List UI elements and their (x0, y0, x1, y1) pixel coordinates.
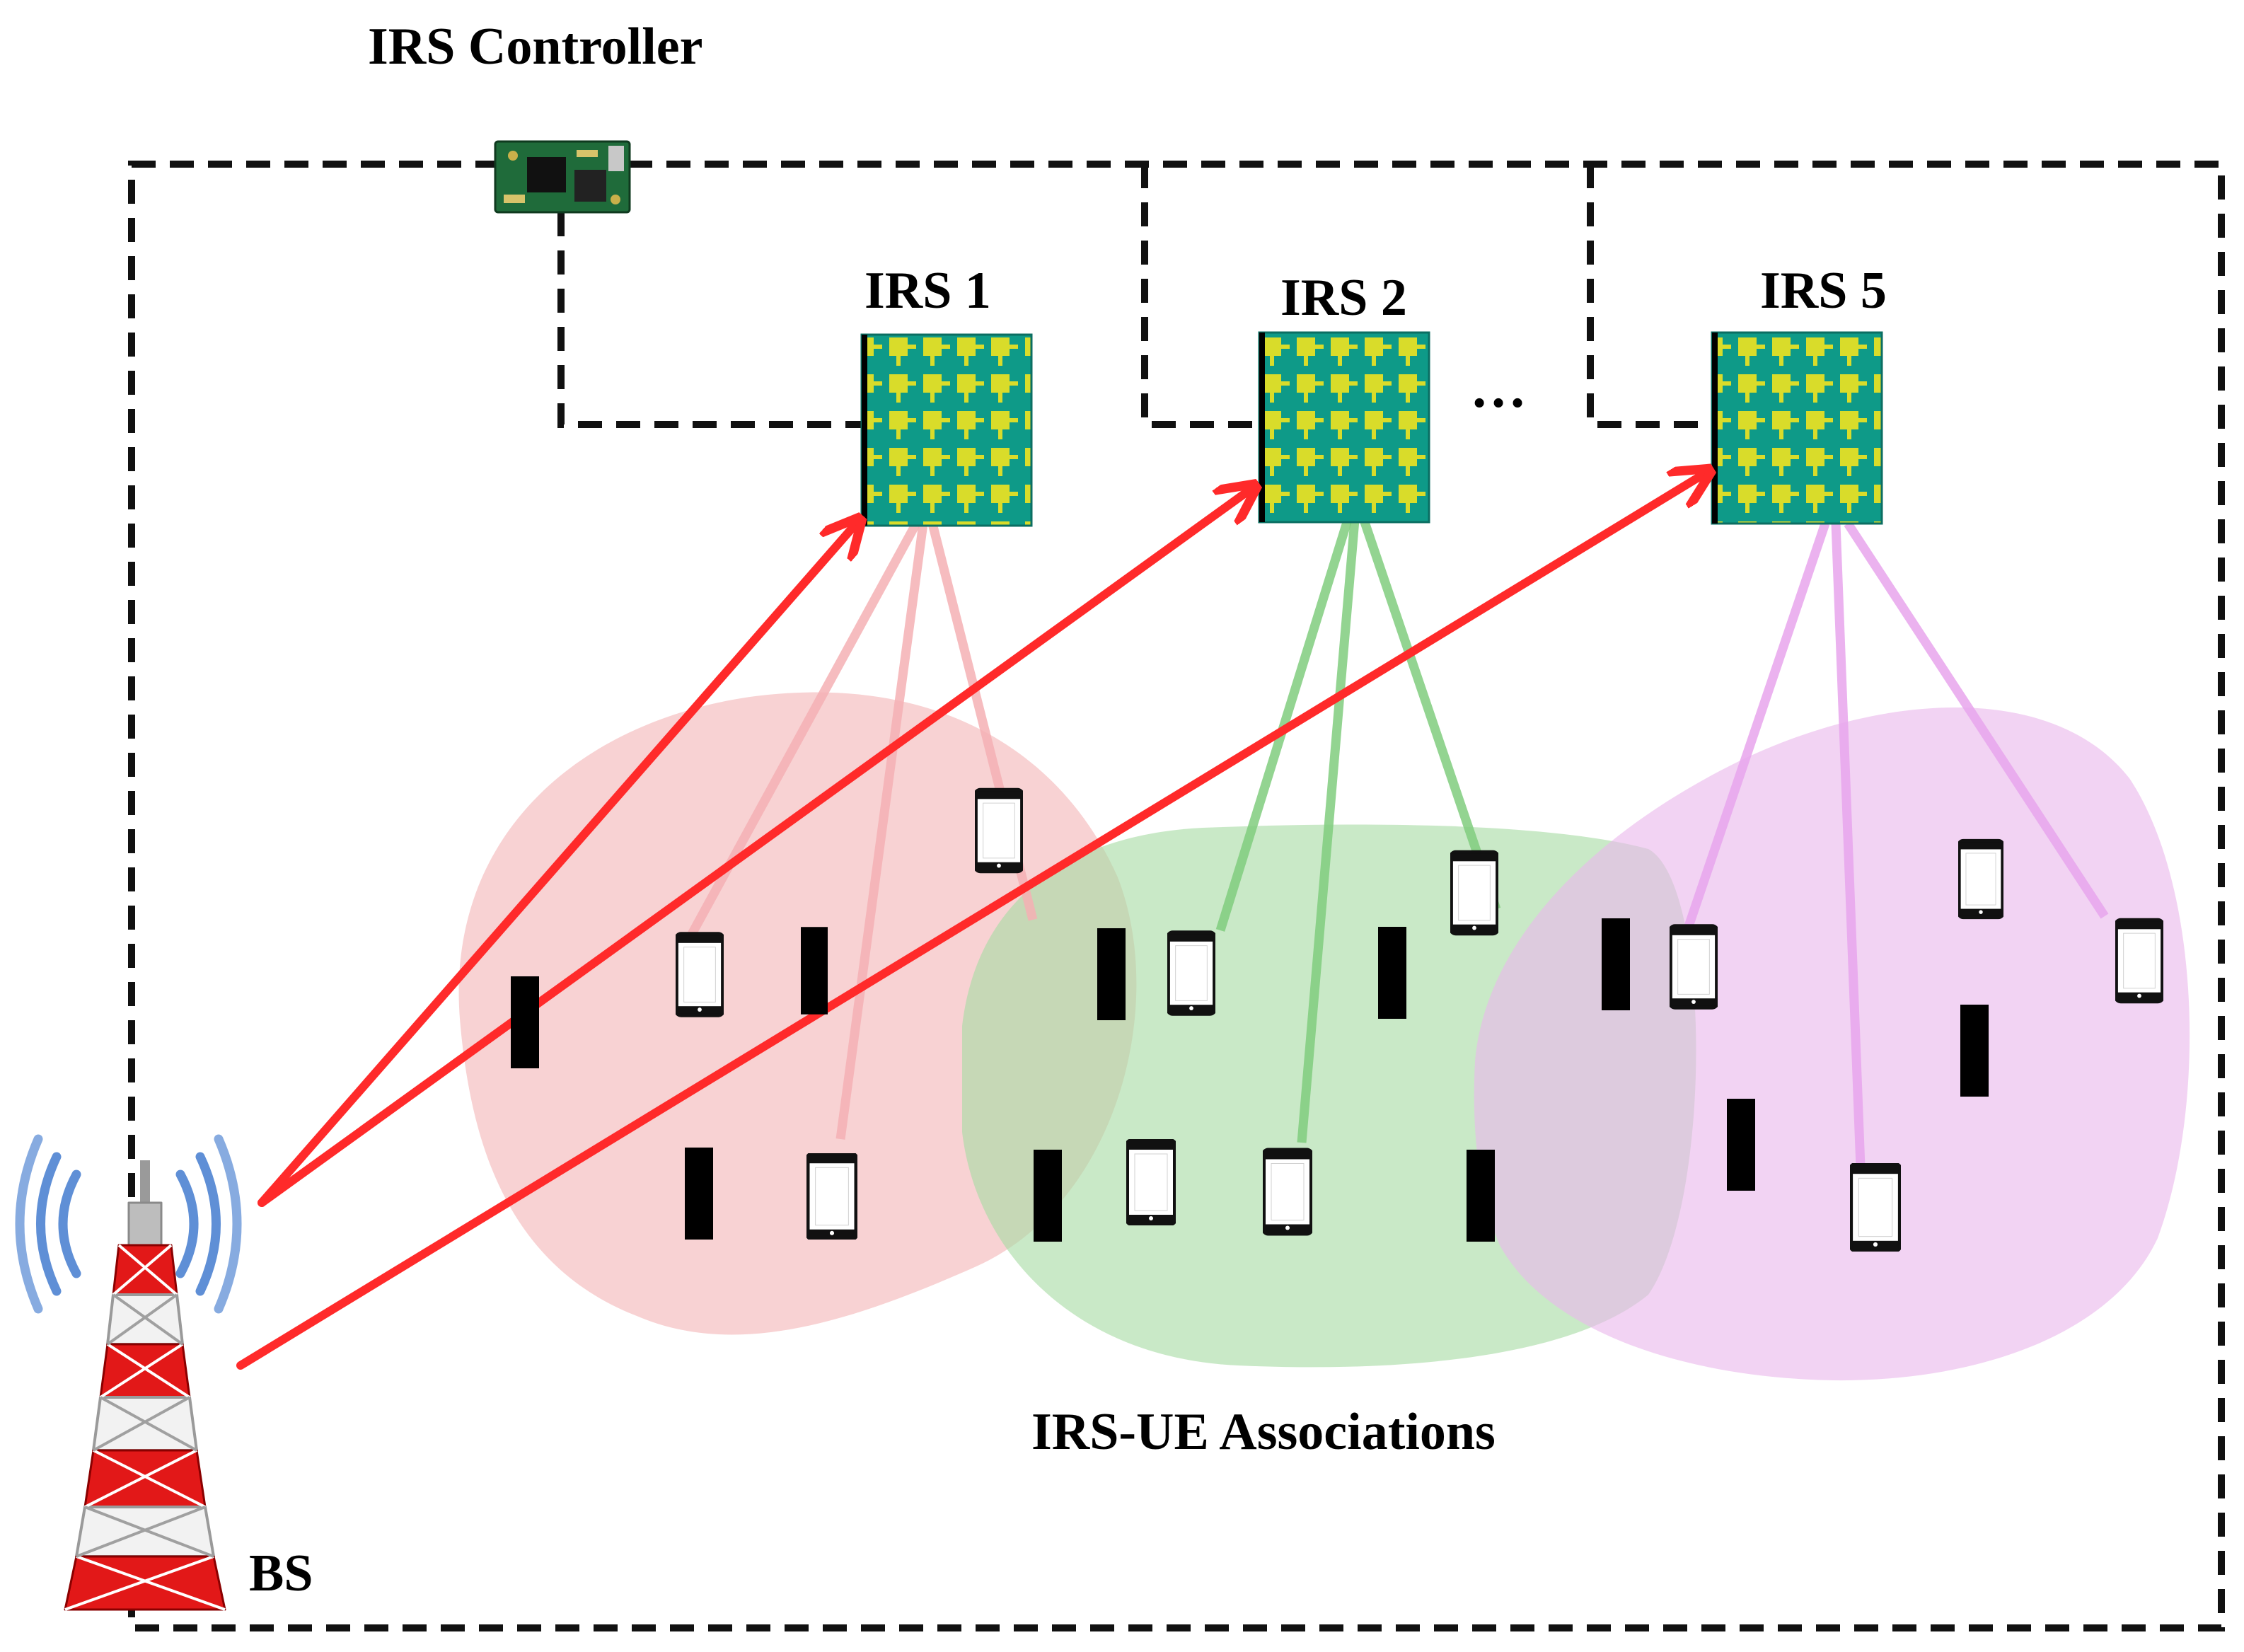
ue-phone-side (801, 927, 828, 1015)
ue-phone-side (1097, 928, 1126, 1020)
beam-irs5-ue (1844, 521, 2109, 919)
link-bs-irs5 (236, 473, 1706, 1370)
irs-panel-1 (860, 333, 1033, 527)
irs-panel-5 (1711, 331, 1883, 525)
bs-tower (15, 1134, 242, 1611)
ue-phone (976, 790, 1022, 872)
ue-phone-side (511, 976, 539, 1068)
irs5-beams (1682, 521, 2109, 1168)
beam-irs1-ue (835, 523, 928, 1140)
ue-phone-side (1378, 927, 1406, 1019)
ue-phone (1168, 932, 1215, 1014)
ue-clusters (458, 692, 2190, 1381)
ue-phone (1451, 853, 1498, 934)
cluster-irs1 (458, 692, 1137, 1335)
beam-irs5-ue (1831, 523, 1866, 1168)
ue-phone-side (1467, 1150, 1495, 1242)
ue-phone-side (1727, 1099, 1755, 1191)
signal-waves (15, 1134, 242, 1314)
irs5-label: IRS 5 (1760, 262, 1887, 320)
ue-phone (676, 934, 723, 1015)
associations-label: IRS-UE Associations (1031, 1403, 1496, 1461)
ue-phone-side (1602, 918, 1630, 1010)
link-bs-irs2 (258, 488, 1252, 1207)
ue-phone (807, 1154, 856, 1239)
irs1-label: IRS 1 (864, 262, 991, 320)
beam-irs2-ue (1359, 518, 1501, 911)
irs-controller-board (494, 140, 631, 214)
control-links (557, 164, 1712, 428)
ue-phone (1263, 1150, 1312, 1234)
link-bs-irs1 (258, 522, 857, 1207)
control-link-irs1 (557, 212, 862, 428)
ue-phone-side (1034, 1150, 1062, 1242)
bs-irs-links (236, 473, 1706, 1370)
ue-phone (1851, 1165, 1900, 1250)
ue-phone-side (1960, 1005, 1989, 1097)
irs-panel-2 (1258, 331, 1430, 524)
boundary-outline (128, 161, 2225, 1631)
tower-structure (64, 1160, 226, 1611)
system-boundary (128, 161, 2225, 1631)
irs2-label: IRS 2 (1280, 269, 1407, 327)
ellipsis-label: … (1470, 357, 1527, 420)
ue-phone (1670, 926, 1717, 1007)
ue-phone (2116, 920, 2163, 1002)
control-link-irs5 (1587, 164, 1712, 428)
beam-irs2-ue (1297, 519, 1360, 1143)
ue-phone (1959, 841, 2003, 918)
control-link-irs2 (1141, 164, 1259, 428)
ue-phone (1127, 1140, 1175, 1224)
beam-irs5-ue (1682, 521, 1830, 932)
cluster-irs5 (1474, 707, 2190, 1381)
bs-label: BS (249, 1544, 313, 1602)
ue-phone-side (685, 1148, 713, 1240)
irs-controller-label: IRS Controller (368, 18, 702, 76)
